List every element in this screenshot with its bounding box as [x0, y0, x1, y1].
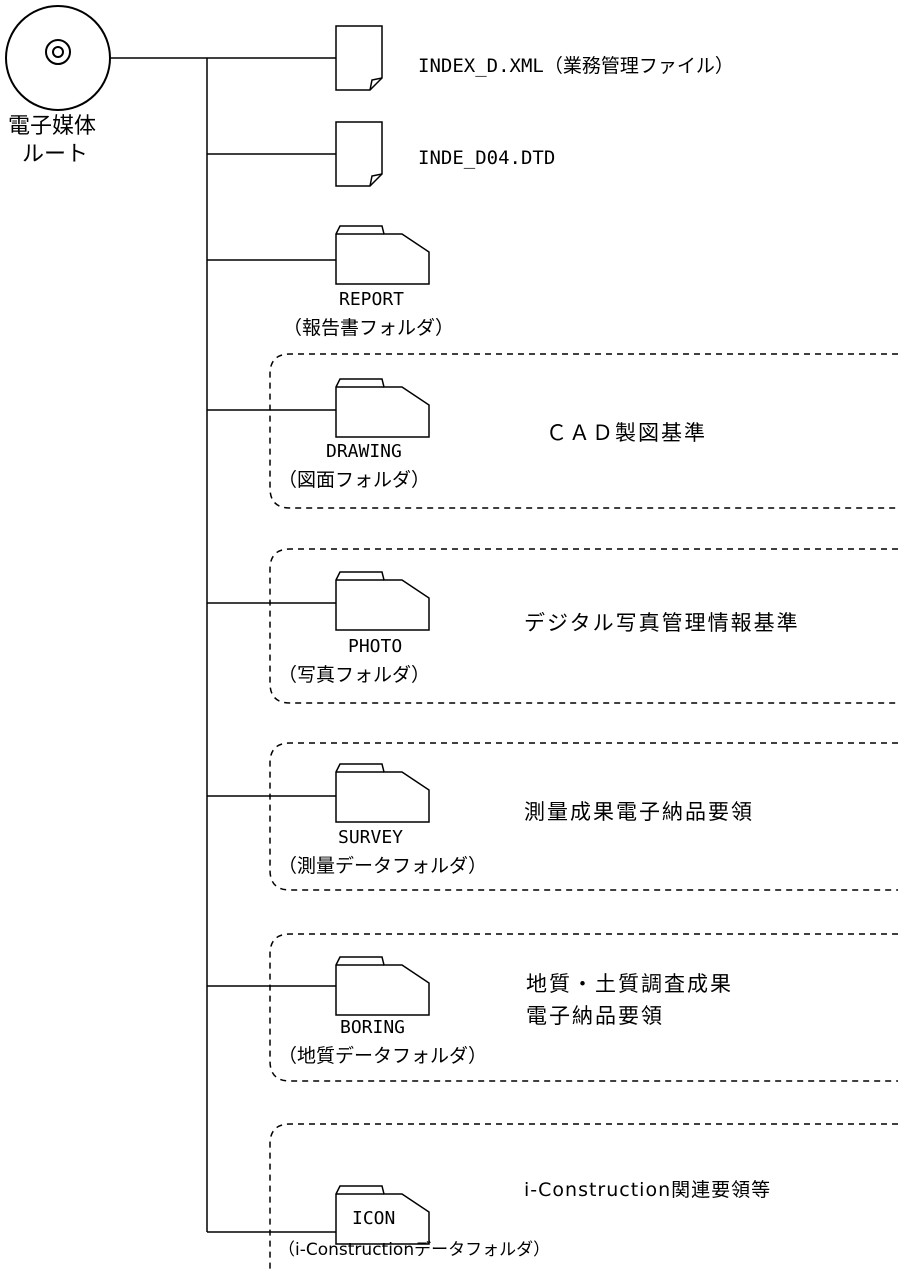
folder-name-icon: ICON — [352, 1208, 396, 1229]
file-icon — [335, 25, 383, 91]
folder-icon — [335, 225, 430, 285]
standard-boring-line2: 電子納品要領 — [526, 1004, 664, 1028]
folder-desc-icon: （i-Constructionデータフォルダ） — [278, 1240, 551, 1260]
tree-connectors — [110, 57, 336, 1233]
folder-desc-report: （報告書フォルダ） — [283, 317, 455, 339]
file-label-index: INDEX_D.XML（業務管理ファイル） — [418, 55, 734, 77]
folder-icon — [335, 378, 430, 438]
folder-name-survey: SURVEY — [338, 827, 404, 848]
file-label-dtd: INDE_D04.DTD — [418, 147, 556, 169]
folder-icon — [335, 571, 430, 631]
folder-icon — [335, 956, 430, 1016]
folder-name-report: REPORT — [339, 289, 405, 310]
disc-icon — [5, 5, 111, 111]
folder-name-drawing: DRAWING — [326, 441, 402, 462]
standard-group-boxes — [269, 353, 898, 1271]
file-icon — [335, 121, 383, 187]
folder-name-photo: PHOTO — [348, 636, 403, 657]
standard-boring-line1: 地質・土質調査成果 — [526, 972, 733, 996]
folder-name-boring: BORING — [340, 1017, 406, 1038]
standard-survey: 測量成果電子納品要領 — [524, 800, 754, 824]
standard-icon: i-Construction関連要領等 — [524, 1179, 772, 1201]
root-label-line1: 電子媒体 — [8, 114, 97, 139]
root-label-line2: ルート — [22, 142, 89, 167]
folder-desc-survey: （測量データフォルダ） — [278, 855, 488, 877]
folder-desc-photo: （写真フォルダ） — [278, 664, 431, 686]
standard-photo: デジタル写真管理情報基準 — [524, 611, 800, 635]
folder-desc-boring: （地質データフォルダ） — [278, 1045, 488, 1067]
folder-icon — [335, 763, 430, 823]
standard-cad: ＣＡＤ製図基準 — [546, 421, 707, 445]
folder-icon — [335, 1185, 430, 1245]
folder-desc-drawing: （図面フォルダ） — [278, 469, 431, 491]
